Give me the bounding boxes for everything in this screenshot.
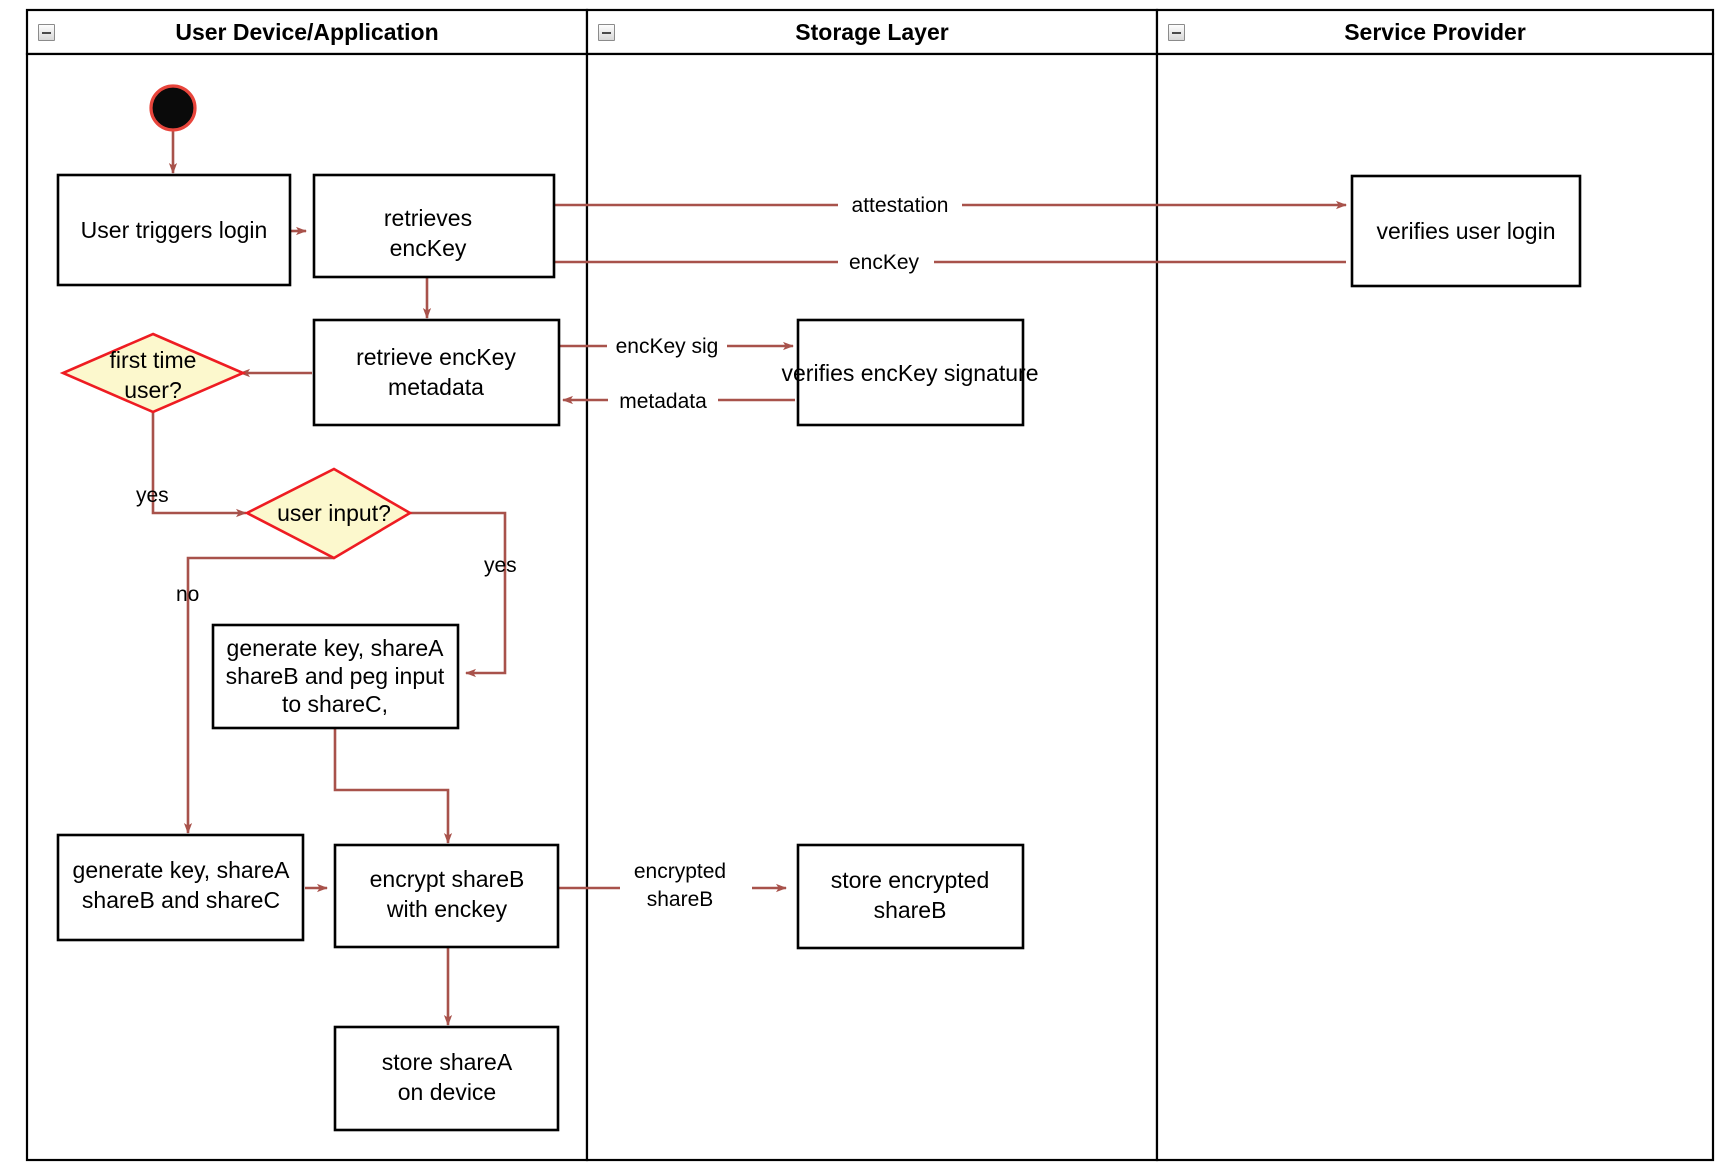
edge-userinput-no xyxy=(183,556,334,834)
minus-box-icon-user-device[interactable] xyxy=(38,24,55,41)
activity-label-line-2: metadata xyxy=(388,374,484,400)
edge-label-yes-userinput-group: yes xyxy=(484,554,517,577)
decision-first-time-user[interactable]: first time user? xyxy=(59,332,247,414)
decision-user-input[interactable]: user input? xyxy=(244,467,413,560)
activity-label-line-1: verifies user login xyxy=(1377,218,1556,244)
activity-label-line-3: to shareC, xyxy=(282,691,388,717)
activity-encrypt-shareb[interactable]: encrypt shareB with enckey xyxy=(333,843,560,949)
lane-title-user-device: User Device/Application xyxy=(175,19,438,45)
edge-firsttime-yes xyxy=(151,412,247,518)
minus-box-icon-service-provider[interactable] xyxy=(1168,24,1185,41)
edge-label-yes-firsttime-group: yes xyxy=(136,484,169,507)
activity-retrieve-enckey-metadata[interactable]: retrieve encKey metadata xyxy=(312,318,561,427)
edge-label-yes-user-input: yes xyxy=(484,554,517,577)
edge-label-enckey: encKey xyxy=(849,251,920,274)
activity-label-line-2: shareB and peg input xyxy=(226,663,445,689)
activity-label-line-1: retrieve encKey xyxy=(356,344,516,370)
edge-peg-to-encrypt xyxy=(333,728,453,844)
edge-label-enckey-group: encKey xyxy=(838,247,934,275)
activity-label-line-1: retrieves xyxy=(384,205,472,231)
edge-label-attestation: attestation xyxy=(852,194,949,217)
decision-label-line-1: user input? xyxy=(277,500,391,526)
activity-verifies-enckey-signature[interactable]: verifies encKey signature xyxy=(782,318,1039,427)
edge-label-yes-first-time: yes xyxy=(136,484,169,507)
edge-label-enckey-sig-group: encKey sig xyxy=(607,331,727,359)
activity-label-line-2: with enckey xyxy=(386,896,508,922)
activity-label-line-1: generate key, shareA xyxy=(227,635,445,661)
lane-storage-layer[interactable]: Storage Layer xyxy=(585,8,1159,1162)
activity-label-line-2: encKey xyxy=(390,235,467,261)
activity-generate-key-peg-input[interactable]: generate key, shareA shareB and peg inpu… xyxy=(211,623,460,730)
activity-store-encrypted-shareb[interactable]: store encrypted shareB xyxy=(796,843,1025,950)
activity-label-line-1: encrypt shareB xyxy=(370,866,525,892)
edge-label-no-userinput-group: no xyxy=(176,583,199,606)
lane-title-storage-layer: Storage Layer xyxy=(795,19,948,45)
activity-label-line-1: generate key, shareA xyxy=(73,857,291,883)
edge-label-attestation-group: attestation xyxy=(838,190,962,218)
decision-label-line-2: user? xyxy=(124,377,182,403)
activity-label-line-1: store shareA xyxy=(382,1049,513,1075)
edge-label-encrypted-shareb-line-1: encrypted xyxy=(634,860,726,883)
initial-node[interactable] xyxy=(149,84,197,132)
activity-generate-key-shares[interactable]: generate key, shareA shareB and shareC xyxy=(56,833,305,942)
activity-label-line-2: shareB xyxy=(874,897,947,923)
activity-label-line-1: store encrypted xyxy=(831,867,990,893)
edge-label-encrypted-shareb-group: encrypted shareB xyxy=(620,855,752,913)
decision-label-line-1: first time xyxy=(110,347,197,373)
activity-verifies-user-login[interactable]: verifies user login xyxy=(1350,174,1582,288)
activity-store-sharea-on-device[interactable]: store shareA on device xyxy=(333,1025,560,1132)
lane-title-service-provider: Service Provider xyxy=(1344,19,1526,45)
activity-label-line-1: verifies encKey signature xyxy=(782,360,1039,386)
edge-label-no-user-input: no xyxy=(176,583,199,606)
edge-label-enckey-sig: encKey sig xyxy=(616,335,719,358)
activity-user-triggers-login[interactable]: User triggers login xyxy=(56,173,292,287)
activity-label-line-2: shareB and shareC xyxy=(82,887,280,913)
edge-userinput-yes xyxy=(409,511,507,678)
minus-box-icon-storage-layer[interactable] xyxy=(598,24,615,41)
activity-label-line-1: User triggers login xyxy=(81,217,268,243)
activity-retrieves-enckey[interactable]: retrieves encKey xyxy=(312,173,556,279)
edge-label-encrypted-shareb-line-2: shareB xyxy=(647,888,714,911)
activity-label-line-2: on device xyxy=(398,1079,496,1105)
edge-label-metadata: metadata xyxy=(619,390,707,413)
edge-label-metadata-group: metadata xyxy=(608,386,718,414)
